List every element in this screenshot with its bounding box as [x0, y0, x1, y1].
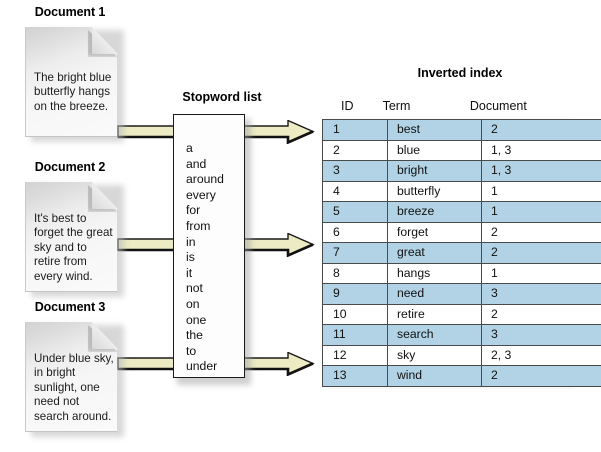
- cell-id: 7: [322, 242, 388, 264]
- cell-term: need: [387, 283, 482, 305]
- cell-term: butterfly: [387, 180, 482, 202]
- stopword-item: is: [186, 250, 195, 265]
- document-3-icon: Under blue sky, in bright sunlight, one …: [25, 322, 118, 432]
- cell-id: 3: [322, 160, 388, 182]
- document-2-title: Document 2: [34, 160, 106, 174]
- stopword-item: for: [186, 203, 201, 218]
- cell-term: wind: [387, 365, 482, 387]
- cell-document: 1: [481, 201, 601, 223]
- cell-id: 5: [322, 201, 388, 223]
- stopword-item: around: [186, 172, 224, 187]
- inverted-index-title: Inverted index: [417, 66, 503, 80]
- cell-document: 2: [481, 242, 601, 264]
- cell-term: forget: [387, 221, 482, 243]
- cell-term: bright: [387, 160, 482, 182]
- cell-document: 2: [481, 119, 601, 141]
- cell-document: 2: [481, 303, 601, 325]
- cell-id: 2: [322, 139, 388, 161]
- cell-id: 6: [322, 221, 388, 243]
- cell-id: 13: [322, 365, 388, 387]
- stopword-item: every: [186, 187, 216, 202]
- stopword-list-title: Stopword list: [182, 90, 262, 104]
- cell-term: retire: [387, 303, 482, 325]
- cell-document: 3: [481, 324, 601, 346]
- cell-id: 1: [322, 119, 388, 141]
- cell-term: great: [387, 242, 482, 264]
- cell-id: 10: [322, 303, 388, 325]
- stopword-item: from: [186, 218, 211, 233]
- cell-term: best: [387, 119, 482, 141]
- document-3-text: Under blue sky, in bright sunlight, one …: [34, 352, 114, 423]
- document-1-icon: The bright blue butterfly hangs on the b…: [25, 27, 118, 137]
- index-table-header: ID Term Document: [322, 92, 572, 119]
- stopword-item: the: [186, 328, 203, 343]
- cell-document: 2: [481, 365, 601, 387]
- document-3-title: Document 3: [34, 300, 106, 314]
- document-2-text: It's best to forget the great sky and to…: [34, 212, 113, 283]
- stopword-item: not: [186, 281, 203, 296]
- cell-document: 2: [481, 221, 601, 243]
- cell-term: hangs: [387, 262, 482, 284]
- cell-document: 3: [481, 283, 601, 305]
- document-2: Document 2 It's best to forget the great…: [10, 160, 130, 300]
- cell-id: 9: [322, 283, 388, 305]
- document-1: Document 1 The bright blue butterfly han…: [10, 5, 130, 145]
- column-header-id: ID: [341, 98, 354, 113]
- cell-id: 11: [322, 324, 388, 346]
- cell-term: blue: [387, 139, 482, 161]
- stopword-item: on: [186, 296, 200, 311]
- cell-document: 1: [481, 262, 601, 284]
- stopword-item: and: [186, 156, 207, 171]
- document-1-text: The bright blue butterfly hangs on the b…: [34, 71, 112, 113]
- stopword-item: one: [186, 312, 207, 327]
- cell-term: search: [387, 324, 482, 346]
- cell-id: 8: [322, 262, 388, 284]
- stopword-item: it: [186, 265, 193, 280]
- cell-document: 1, 3: [481, 139, 601, 161]
- cell-id: 4: [322, 180, 388, 202]
- cell-document: 1, 3: [481, 160, 601, 182]
- document-2-icon: It's best to forget the great sky and to…: [25, 182, 118, 292]
- cell-term: breeze: [387, 201, 482, 223]
- document-3: Document 3 Under blue sky, in bright sun…: [10, 300, 130, 440]
- cell-id: 12: [322, 344, 388, 366]
- stopword-item: to: [186, 343, 197, 358]
- column-header-term: Term: [382, 98, 411, 113]
- stopword-item: a: [186, 141, 193, 155]
- cell-term: sky: [387, 344, 482, 366]
- document-1-title: Document 1: [34, 5, 106, 19]
- cell-document: 1: [481, 180, 601, 202]
- column-header-document: Document: [469, 98, 527, 113]
- page-fold-icon: [92, 182, 118, 209]
- stopword-item: under: [186, 359, 218, 374]
- stopword-item: in: [186, 234, 196, 249]
- cell-document: 2, 3: [481, 344, 601, 366]
